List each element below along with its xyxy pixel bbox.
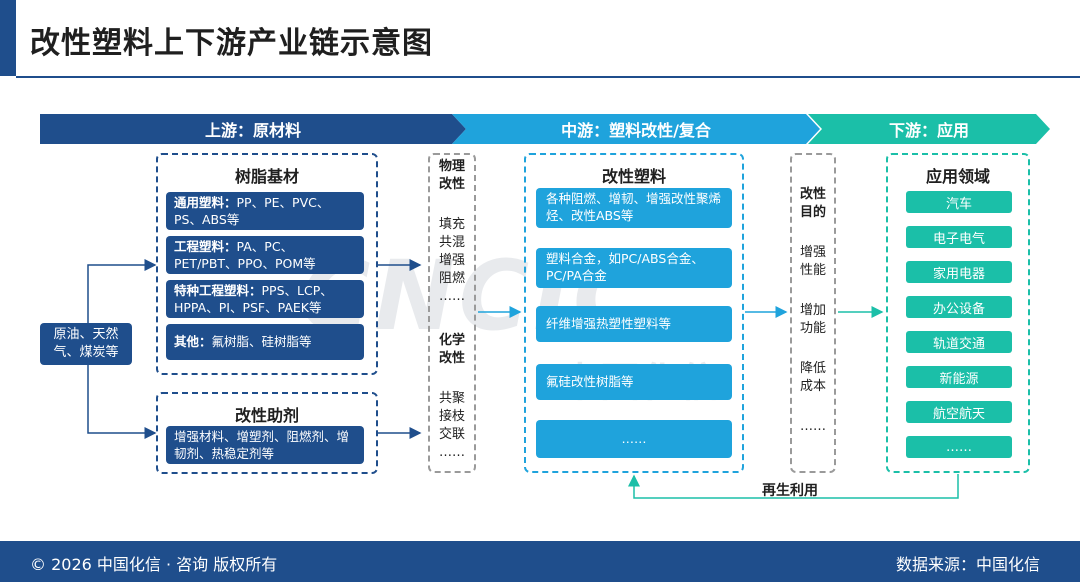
purpose-item-cost: 降低 成本: [799, 361, 826, 394]
resin-item-engineering: 工程塑料：PA、PC、PET/PBT、PPO、POM等: [166, 236, 364, 274]
stage-downstream-arrow: 下游：应用: [808, 114, 1050, 144]
physical-modification-list: 填充 共混 增强 阻燃 ……: [438, 217, 465, 304]
title-divider: [16, 76, 1080, 78]
page-title: 改性塑料上下游产业链示意图: [30, 26, 433, 61]
application-item-more: ……: [906, 436, 1012, 458]
modified-item-fiber-reinforced: 纤维增强热塑性塑料等: [536, 306, 732, 342]
modified-item-fluorosilicone: 氟硅改性树脂等: [536, 364, 732, 400]
application-item-appliances: 家用电器: [906, 261, 1012, 283]
modified-item-alloy: 塑料合金，如PC/ABS合金、PC/PA合金: [536, 248, 732, 288]
chemical-modification-list: 共聚 接枝 交联 ……: [438, 391, 465, 460]
application-item-electronics: 电子电气: [906, 226, 1012, 248]
additives-frame: 改性助剂: [156, 392, 378, 474]
additives-item: 增强材料、增塑剂、阻燃剂、增韧剂、热稳定剂等: [166, 426, 364, 464]
recycle-label: 再生利用: [762, 483, 818, 499]
physical-modification-title: 物理 改性: [438, 159, 465, 192]
application-item-rail: 轨道交通: [906, 331, 1012, 353]
resin-base-title: 树脂基材: [234, 167, 299, 186]
resin-item-general: 通用塑料：PP、PE、PVC、PS、ABS等: [166, 192, 364, 230]
arrow-recycle-loop: [628, 474, 959, 499]
modified-item-flame-retardant: 各种阻燃、增韧、增强改性聚烯烃、改性ABS等: [536, 188, 732, 228]
modified-plastics-title: 改性塑料: [601, 167, 666, 186]
application-item-aerospace: 航空航天: [906, 401, 1012, 423]
applications-title: 应用领域: [925, 167, 990, 186]
additives-title: 改性助剂: [234, 406, 299, 425]
resin-base-frame: 树脂基材: [156, 153, 378, 375]
resin-item-other: 其他：氟树脂、硅树脂等: [166, 324, 364, 360]
applications-frame: 应用领域: [886, 153, 1030, 473]
application-item-auto: 汽车: [906, 191, 1012, 213]
stage-upstream-arrow: 上游：原材料: [40, 114, 466, 144]
modified-plastics-frame: 改性塑料: [524, 153, 744, 473]
purpose-title: 改性 目的: [799, 187, 826, 220]
purpose-item-function: 增加 功能: [799, 303, 826, 336]
purpose-item-more: ……: [800, 419, 826, 434]
raw-source-box: 原油、天然气、煤炭等: [40, 323, 132, 365]
title-accent-bar: [0, 0, 16, 76]
chemical-modification-title: 化学 改性: [438, 333, 465, 366]
modified-item-more: ……: [536, 420, 732, 458]
resin-item-special: 特种工程塑料：PPS、LCP、HPPA、PI、PSF、PAEK等: [166, 280, 364, 318]
purpose-item-enhance: 增强 性能: [799, 245, 826, 278]
application-item-office: 办公设备: [906, 296, 1012, 318]
modification-purpose-frame: [790, 153, 836, 473]
stage-midstream-arrow: 中游：塑料改性/复合: [452, 114, 820, 144]
modification-methods-frame: [428, 153, 476, 473]
application-item-new-energy: 新能源: [906, 366, 1012, 388]
footer-copyright: © 2026 中国化信 · 咨询 版权所有: [30, 555, 278, 574]
footer-data-source: 数据来源：中国化信: [895, 555, 1040, 574]
arrow-source-to-additives: [87, 344, 157, 439]
footer-bar: © 2026 中国化信 · 咨询 版权所有 数据来源：中国化信: [0, 541, 1080, 582]
